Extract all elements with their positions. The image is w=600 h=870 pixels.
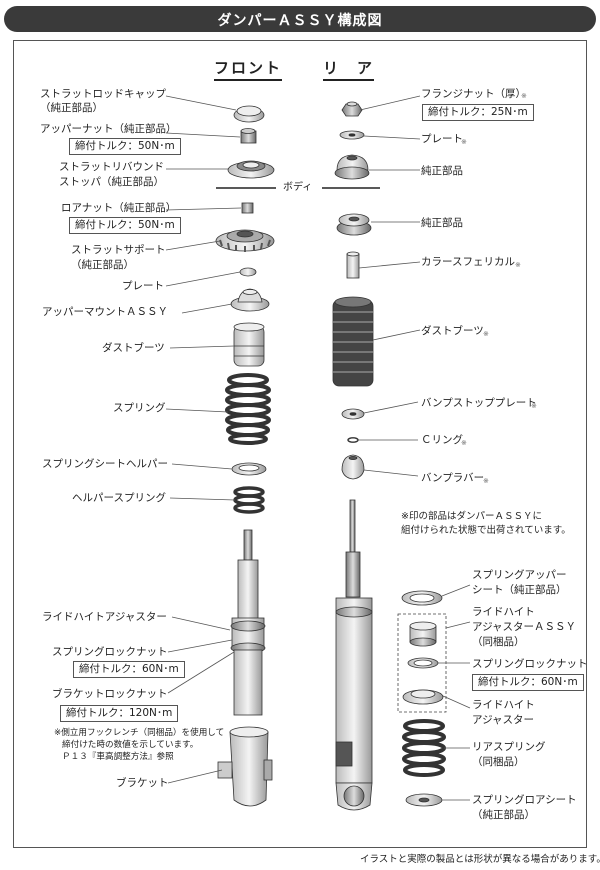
bump-rubber-part [341, 454, 365, 480]
label-front-dust-boot: ダストブーツ [102, 342, 165, 354]
label-genuine-upper: 純正部品 [421, 165, 463, 177]
label-rear-plate: プレート [421, 133, 463, 145]
genuine-part-lower [336, 213, 372, 236]
rear-header: リ ア [323, 57, 375, 81]
spring-seat-helper-part [231, 462, 267, 476]
rear-spring-lock-nut-part [407, 657, 439, 669]
assembled-note-line-2: 組付けられた状態で出荷されています。 [401, 525, 571, 536]
label-ride-height-adjuster-assy-2: アジャスターＡＳＳＹ [472, 621, 577, 633]
ride-height-adjuster-part [402, 689, 444, 705]
label-ride-height-adjuster-rear: ライドハイト [472, 699, 535, 711]
front-dust-boot-part [233, 322, 265, 367]
page-title: ダンパーＡＳＳＹ構成図 [217, 13, 383, 29]
label-bump-stop-plate: バンプストッププレート [421, 397, 537, 409]
label-upper-mount: アッパーマウントＡＳＳＹ [42, 306, 168, 318]
label-flange-nut: フランジナット（厚） [421, 88, 526, 100]
torque-bracket-lock-nut: 締付トルク：120N･m [60, 705, 179, 722]
star-bump-rubber: ※ [483, 477, 489, 485]
star-rear-plate: ※ [461, 138, 467, 146]
leader-lines [165, 95, 471, 801]
assembled-note-line-1: ※印の部品はダンパーＡＳＳＹに [401, 511, 542, 522]
diagram-frame [13, 40, 587, 848]
torque-note-line-2: 締付けた時の数値を示しています。 [62, 740, 199, 750]
rear-damper-body [335, 499, 373, 811]
star-rear-dust-boot: ※ [483, 330, 489, 338]
label-front-spring-lock-nut: スプリングロックナット [52, 646, 168, 658]
label-lower-nut: ロアナット（純正部品） [61, 202, 177, 214]
label-rebound-stopper: ストラットリバウンド [59, 161, 164, 173]
label-bracket-lock-nut: ブラケットロックナット [52, 688, 168, 700]
label-front-spring: スプリング [113, 402, 166, 414]
flange-nut-part [341, 101, 363, 117]
bump-stop-plate-part [341, 408, 365, 420]
front-damper-body [230, 529, 266, 716]
lower-nut-part [241, 202, 254, 214]
label-rebound-stopper-sub: ストッパ（純正部品） [59, 176, 164, 188]
helper-spring-part [233, 486, 265, 514]
label-spring-lower-seat-sub: （純正部品） [472, 809, 535, 821]
spring-upper-seat-part [401, 590, 443, 606]
label-rear-spring: リアスプリング [472, 741, 546, 753]
label-rear-dust-boot: ダストブーツ [421, 325, 484, 337]
label-spring-lower-seat: スプリングロアシート [472, 794, 577, 806]
rear-spring-part [402, 719, 446, 777]
front-spring-part [225, 373, 271, 445]
collar-spherical-part [346, 251, 360, 279]
footer-disclaimer: イラストと実際の製品とは形状が異なる場合があります。 [360, 854, 600, 865]
front-header: フロント [214, 57, 283, 81]
torque-rear-spring-lock-nut: 締付トルク：60N･m [472, 674, 584, 691]
torque-upper-nut: 締付トルク：50N･m [69, 138, 181, 155]
label-strut-support-sub: （純正部品） [71, 259, 134, 271]
label-genuine-lower: 純正部品 [421, 217, 463, 229]
rear-plate-part [339, 130, 365, 140]
upper-mount-part [230, 288, 270, 312]
upper-nut-part [240, 128, 257, 144]
star-collar-spherical: ※ [515, 261, 521, 269]
label-spring-seat-helper: スプリングシートヘルパー [42, 458, 168, 470]
bracket-part [217, 726, 273, 807]
body-divider-label: ボディ [283, 182, 313, 193]
torque-note-line-3: Ｐ１３『車高調整方法』参照 [62, 752, 174, 762]
torque-front-spring-lock-nut: 締付トルク：60N･m [73, 661, 185, 678]
star-bump-stop-plate: ※ [531, 402, 537, 410]
spring-lower-seat-part [405, 793, 443, 807]
star-flange-nut: ※ [521, 92, 527, 100]
label-front-plate: プレート [122, 280, 164, 292]
rod-cap-part [233, 105, 265, 123]
strut-support-part [215, 229, 275, 252]
label-spring-upper-seat-sub: シート（純正部品） [472, 584, 567, 596]
c-ring-part [347, 437, 359, 443]
torque-lower-nut: 締付トルク：50N･m [69, 217, 181, 234]
label-helper-spring: ヘルパースプリング [72, 492, 166, 504]
rebound-stopper-part [227, 160, 275, 179]
label-bump-rubber: バンプラバー [421, 472, 485, 484]
star-c-ring: ※ [461, 439, 467, 447]
torque-note-line-1: ※側立用フックレンチ（同梱品）を使用して [54, 728, 225, 738]
label-ride-height-adjuster-assy-sub: （同梱品） [472, 636, 525, 648]
label-rod-cap: ストラットロッドキャップ [40, 88, 166, 100]
label-c-ring: Ｃリング [421, 434, 463, 446]
genuine-part-upper [334, 154, 370, 180]
label-spring-upper-seat: スプリングアッパー [472, 569, 567, 581]
label-rod-cap-sub: （純正部品） [40, 102, 103, 114]
label-strut-support: ストラットサポート [71, 244, 166, 256]
adjuster-collar-part [409, 621, 437, 647]
label-upper-nut: アッパーナット（純正部品） [40, 123, 177, 135]
torque-flange-nut: 締付トルク：25N･m [422, 104, 534, 121]
label-rear-spring-lock-nut: スプリングロックナット [472, 658, 588, 670]
label-ride-height-adjuster-rear-2: アジャスター [472, 714, 535, 726]
label-bracket: ブラケット [116, 777, 169, 789]
label-collar-spherical: カラースフェリカル [421, 256, 515, 268]
label-ride-height-adjuster: ライドハイトアジャスター [42, 611, 167, 623]
label-rear-spring-sub: （同梱品） [472, 756, 525, 768]
front-plate-part [239, 267, 257, 277]
label-ride-height-adjuster-assy: ライドハイト [472, 606, 535, 618]
title-bar: ダンパーＡＳＳＹ構成図 [4, 6, 596, 32]
rear-dust-boot-part [332, 296, 374, 387]
